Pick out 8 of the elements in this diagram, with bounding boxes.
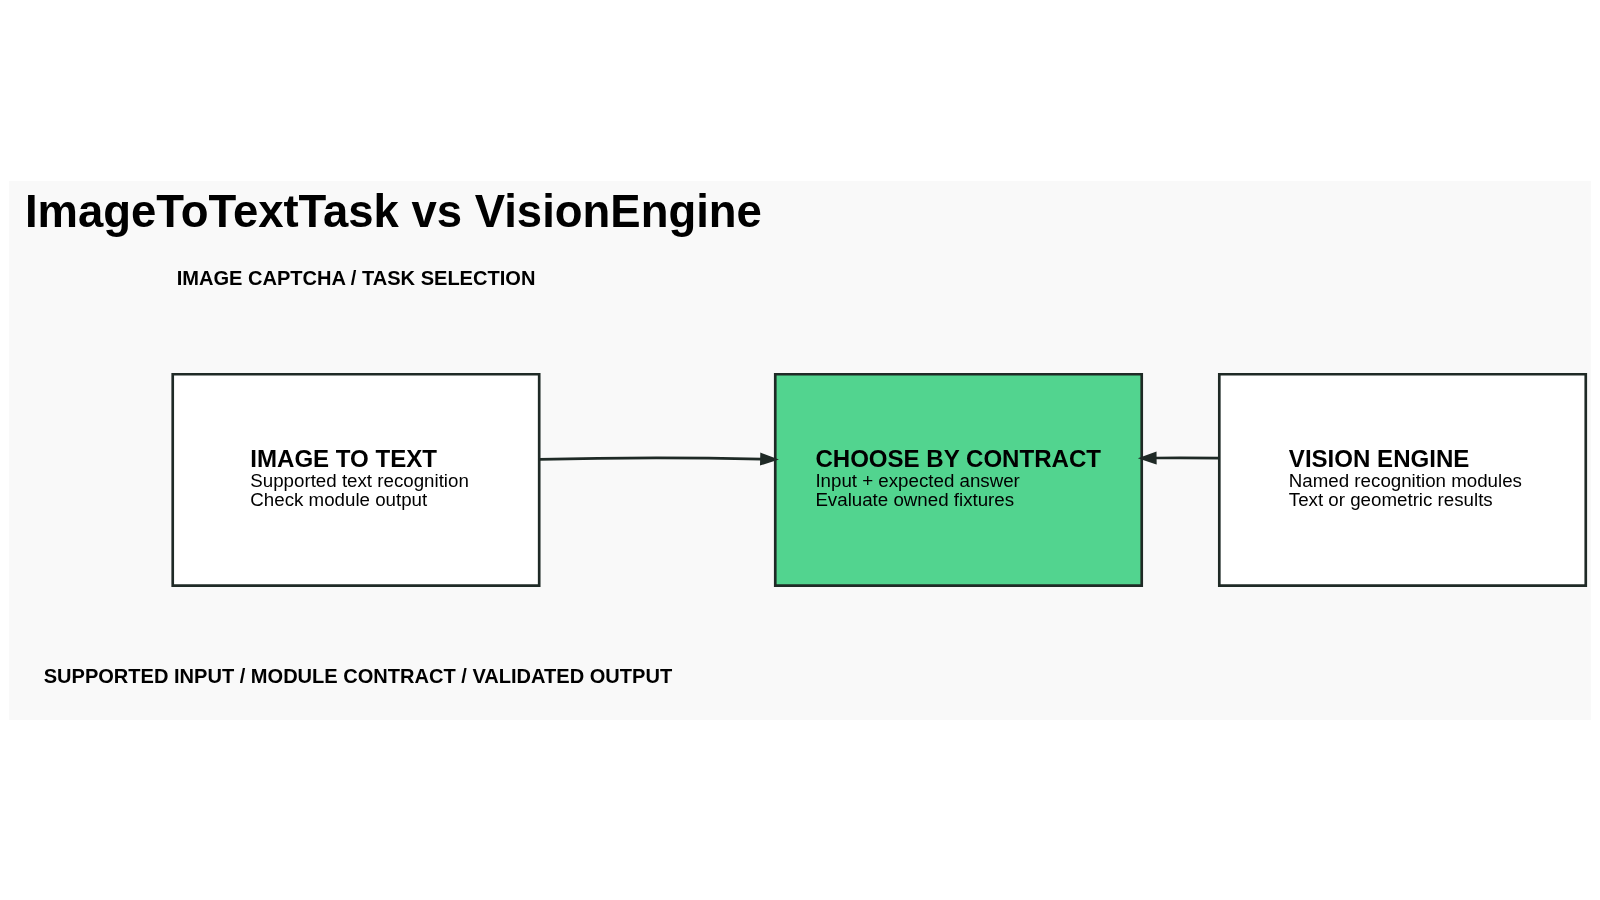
arrow bbox=[1137, 450, 1220, 465]
diagram-title: ImageToTextTask vs VisionEngine bbox=[24, 185, 762, 237]
node-box: IMAGE TO TEXT Supported text recognition Check module output bbox=[171, 372, 541, 587]
node-box: CHOOSE BY CONTRACT Input + expected answer Evaluate owned fixtures bbox=[773, 372, 1144, 587]
arrow bbox=[539, 452, 779, 466]
label: SUPPORTED INPUT / MODULE CONTRACT / VALIDATED OUTPUT bbox=[43, 664, 673, 687]
node-box: VISION ENGINE Named recognition modules Text or geometric results bbox=[1217, 372, 1588, 587]
label: IMAGE CAPTCHA / TASK SELECTION bbox=[176, 266, 536, 289]
